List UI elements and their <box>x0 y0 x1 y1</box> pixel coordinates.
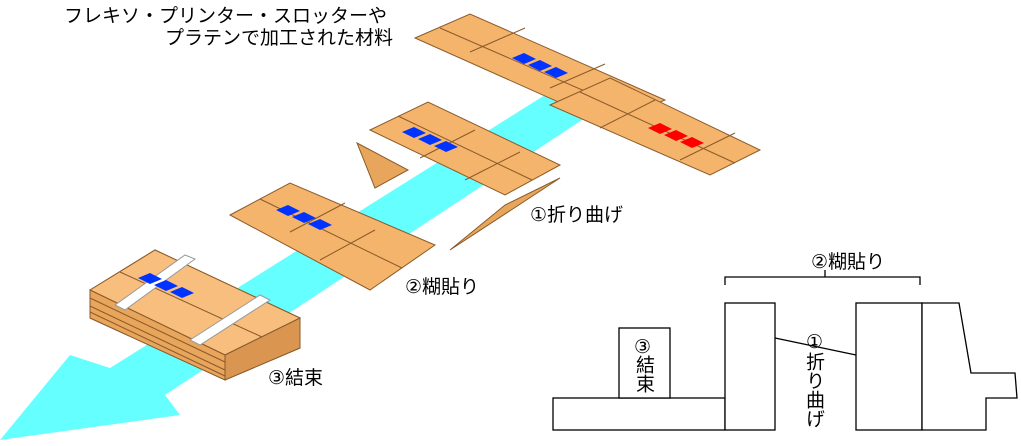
machine-fold-num: ① <box>806 331 824 353</box>
title-line-2: プラテンで加工された材料 <box>165 27 394 49</box>
fold-line <box>774 337 857 356</box>
gluer-unit <box>855 302 923 431</box>
strap <box>114 254 197 311</box>
folder-unit <box>724 302 776 431</box>
glued-blank <box>228 182 437 291</box>
machine-schematic <box>552 270 1018 431</box>
step-fold-label: ①折り曲げ <box>530 204 624 226</box>
title-line-1: フレキソ・プリンター・スロッターや <box>64 5 388 27</box>
bundle-unit <box>618 327 671 399</box>
folding-blank <box>356 101 562 251</box>
step-glue-label: ②糊貼り <box>405 276 480 298</box>
step-bundle-label: ③結束 <box>268 367 324 389</box>
flow-arrow <box>0 95 585 440</box>
flat-blank-2 <box>548 77 762 176</box>
bundled-stack <box>88 249 302 381</box>
machine-fold-text: 折り曲げ <box>803 352 825 428</box>
machine-bundle-num: ③ <box>634 336 652 358</box>
machine-base <box>552 397 726 431</box>
strap <box>188 294 272 346</box>
glue-bracket <box>724 270 921 285</box>
machine-bundle-text: 結束 <box>633 355 655 393</box>
machine-glue-label: ②糊貼り <box>811 251 886 273</box>
feeder-unit <box>921 302 1018 431</box>
